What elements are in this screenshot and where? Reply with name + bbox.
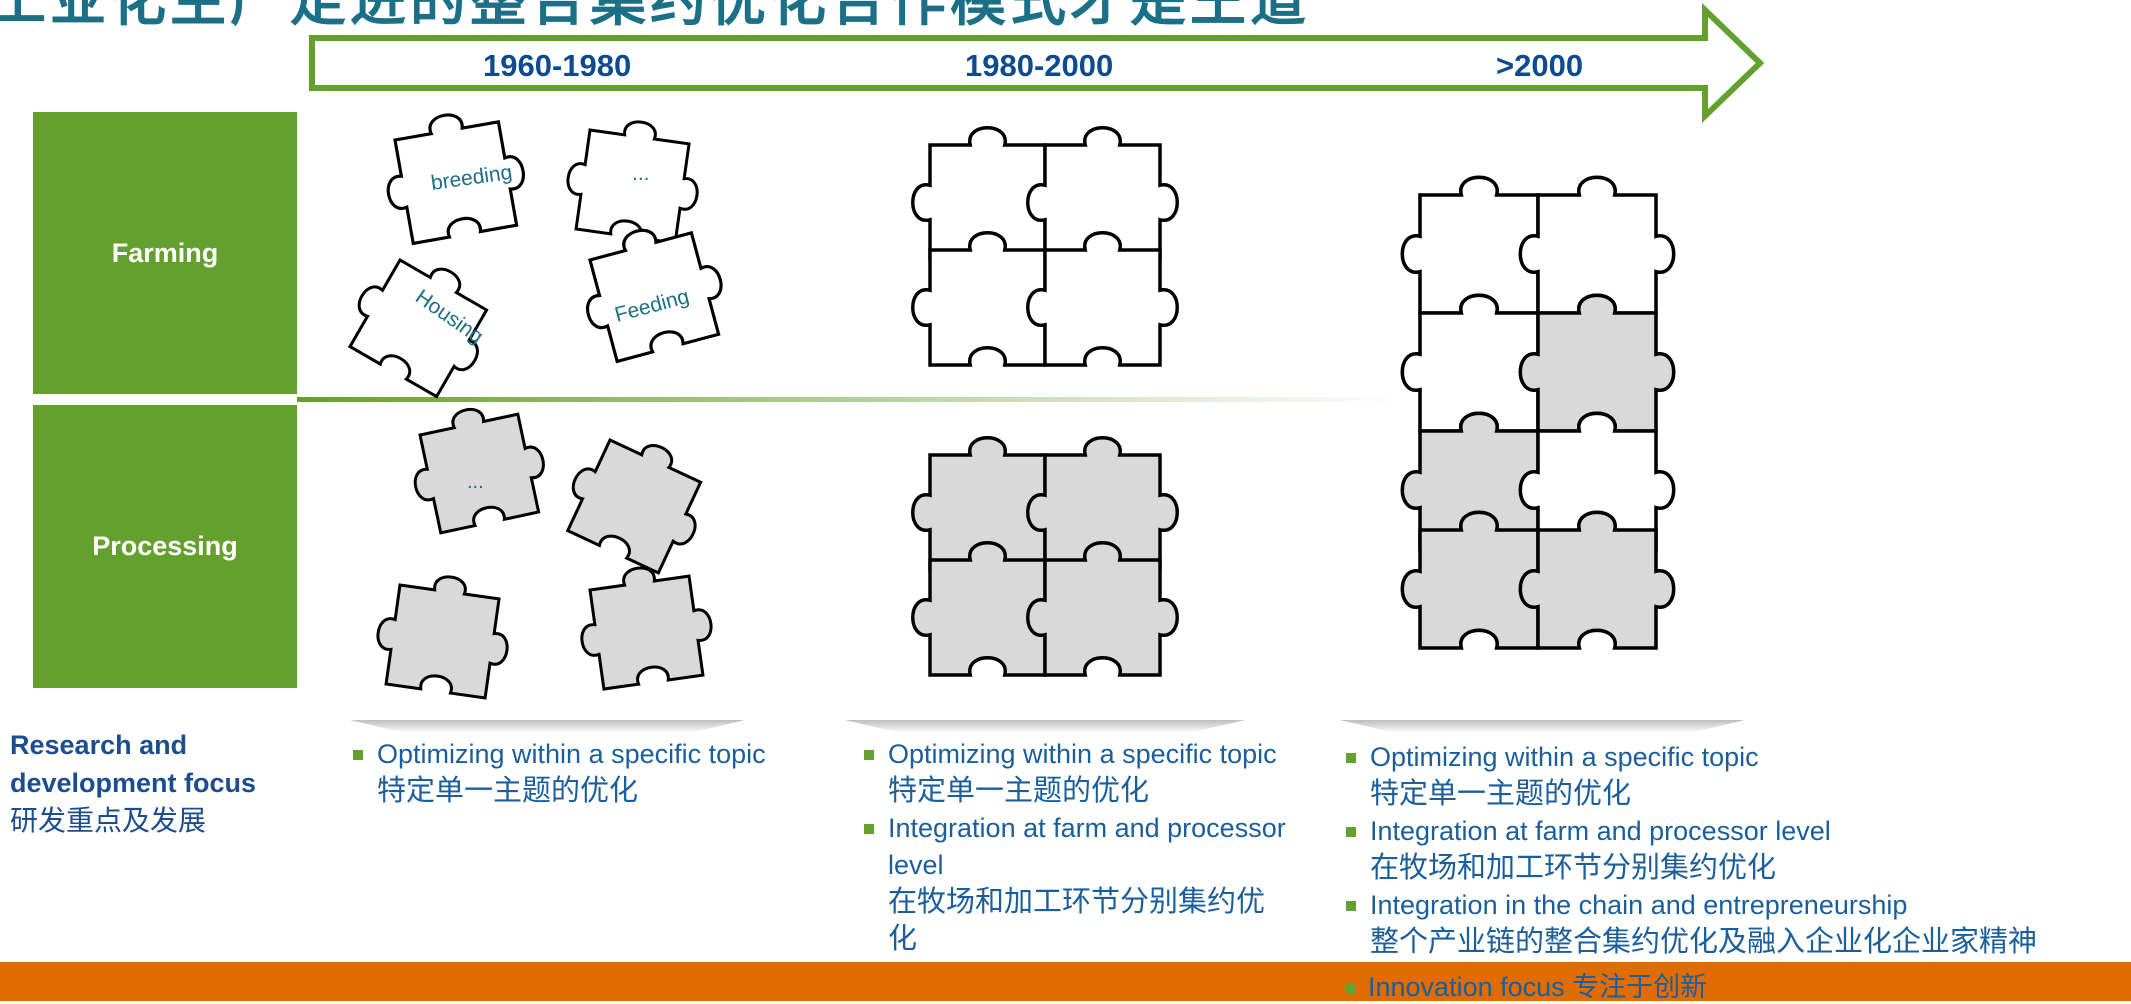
bullet-icon [1346,983,1356,994]
puzzle-piece-feeding [569,211,736,368]
row-separator [297,397,1397,402]
row-processing: Processing [33,405,297,688]
label-ellipsis-top: ... [632,162,650,185]
list-item: Optimizing within a specific topic [353,736,833,773]
list-item: Integration in the chain and entrepreneu… [1346,887,2126,924]
list-item-zh: 特定单一主题的优化 [377,775,639,807]
list-item: Optimizing within a specific topic [1346,739,2126,776]
list-item: Optimizing within a specific topic [864,736,1334,773]
list-item-zh: 在牧场和加工环节分别集约优化 [1370,852,1777,884]
era-label-1960: 1960-1980 [483,48,632,83]
puzzle-cluster-processing-1980 [911,436,1179,677]
list-item: Integration at farm and processor level [864,810,1348,884]
era-label-2000: >2000 [1496,48,1584,83]
list-item: Integration at farm and processor level [1346,813,2126,850]
era-label-1980: 1980-2000 [965,48,1114,83]
column-shadow [1340,720,1745,733]
puzzle-piece-processing [400,394,555,538]
puzzle-piece-processing [552,418,723,581]
column-1-focus: Optimizing within a specific topic 特定单一主… [353,736,833,810]
footer-bar [0,962,2131,1001]
column-3-focus: Optimizing within a specific topic 特定单一主… [1346,739,2126,961]
list-item-zh: 特定单一主题的优化 [1370,778,1632,810]
list-item-zh: 整个产业链的整合集约优化及融入企业化企业家精神 [1370,926,2038,958]
puzzle-piece-housing [335,238,509,406]
list-item-zh: 在牧场和加工环节分别集约优化 [888,886,1266,955]
column-shadow [350,720,745,733]
label-ellipsis-bottom: ... [467,471,484,493]
puzzle-piece-processing [571,557,720,693]
slide-title: 工业化生产走进的整合集约优化合作模式才是王道 [0,0,1310,34]
puzzle-cluster-chain-2000 [1400,175,1676,650]
list-item-innovation: Innovation focus 专注于创新 [1346,965,1707,1004]
column-2-focus: Optimizing within a specific topic 特定单一主… [864,736,1334,958]
puzzle-piece-processing [369,566,518,702]
puzzle-cluster-farming-1980 [911,126,1179,367]
row-farming: Farming [33,112,297,394]
timeline-arrow [309,2,1765,124]
list-item-zh: 特定单一主题的优化 [888,775,1150,807]
rd-focus-label: Research and development focus 研发重点及发展 [10,730,257,836]
column-shadow [845,720,1245,733]
